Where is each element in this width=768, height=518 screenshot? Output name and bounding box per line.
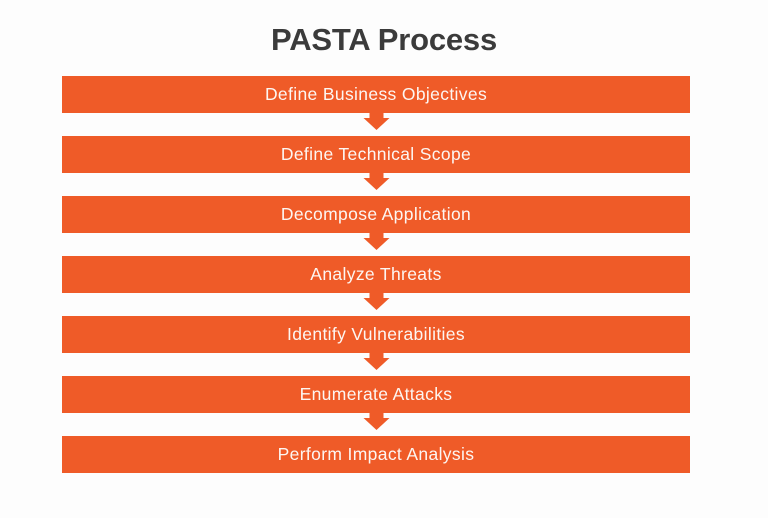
process-step-5: Identify Vulnerabilities bbox=[62, 316, 690, 353]
connector-4-to-5 bbox=[62, 292, 690, 316]
connector-2-to-3 bbox=[62, 172, 690, 196]
process-step-label-3: Decompose Application bbox=[280, 203, 472, 224]
connector-3-to-4 bbox=[62, 232, 690, 256]
connector-5-to-6 bbox=[62, 352, 690, 376]
arrow-down-icon bbox=[363, 352, 390, 370]
process-step-bar-7[interactable]: Perform Impact Analysis bbox=[62, 436, 690, 473]
arrow-head bbox=[363, 298, 389, 310]
arrow-down-icon bbox=[363, 292, 390, 310]
arrow-stem bbox=[369, 352, 383, 359]
arrow-head bbox=[363, 358, 389, 370]
process-step-label-2: Define Technical Scope bbox=[280, 143, 472, 164]
process-step-label-7: Perform Impact Analysis bbox=[277, 443, 475, 464]
arrow-head bbox=[363, 418, 389, 430]
process-step-4: Analyze Threats bbox=[62, 256, 690, 293]
arrow-stem bbox=[369, 112, 383, 119]
arrow-stem bbox=[369, 292, 383, 299]
process-step-bar-5[interactable]: Identify Vulnerabilities bbox=[62, 316, 690, 353]
arrow-down-icon bbox=[363, 112, 390, 130]
connector-1-to-2 bbox=[62, 112, 690, 136]
process-step-label-6: Enumerate Attacks bbox=[299, 383, 453, 404]
arrow-stem bbox=[369, 172, 383, 179]
process-step-bar-6[interactable]: Enumerate Attacks bbox=[62, 376, 690, 413]
process-step-1: Define Business Objectives bbox=[62, 76, 690, 113]
connector-6-to-7 bbox=[62, 412, 690, 436]
arrow-head bbox=[363, 118, 389, 130]
arrow-down-icon bbox=[363, 172, 390, 190]
process-step-bar-2[interactable]: Define Technical Scope bbox=[62, 136, 690, 173]
arrow-down-icon bbox=[363, 232, 390, 250]
arrow-head bbox=[363, 238, 389, 250]
process-step-bar-3[interactable]: Decompose Application bbox=[62, 196, 690, 233]
process-step-6: Enumerate Attacks bbox=[62, 376, 690, 413]
process-step-label-5: Identify Vulnerabilities bbox=[287, 323, 465, 344]
process-step-bar-1[interactable]: Define Business Objectives bbox=[62, 76, 690, 113]
arrow-stem bbox=[369, 232, 383, 239]
arrow-down-icon bbox=[363, 412, 390, 430]
process-step-2: Define Technical Scope bbox=[62, 136, 690, 173]
process-step-label-4: Analyze Threats bbox=[310, 263, 442, 284]
process-flow-list: Define Business Objectives Define Techni… bbox=[62, 76, 690, 473]
arrow-stem bbox=[369, 412, 383, 419]
process-step-label-1: Define Business Objectives bbox=[264, 83, 488, 104]
page-title: PASTA Process bbox=[271, 22, 497, 57]
arrow-head bbox=[363, 178, 389, 190]
process-step-3: Decompose Application bbox=[62, 196, 690, 233]
process-step-bar-4[interactable]: Analyze Threats bbox=[62, 256, 690, 293]
process-step-7: Perform Impact Analysis bbox=[62, 436, 690, 473]
